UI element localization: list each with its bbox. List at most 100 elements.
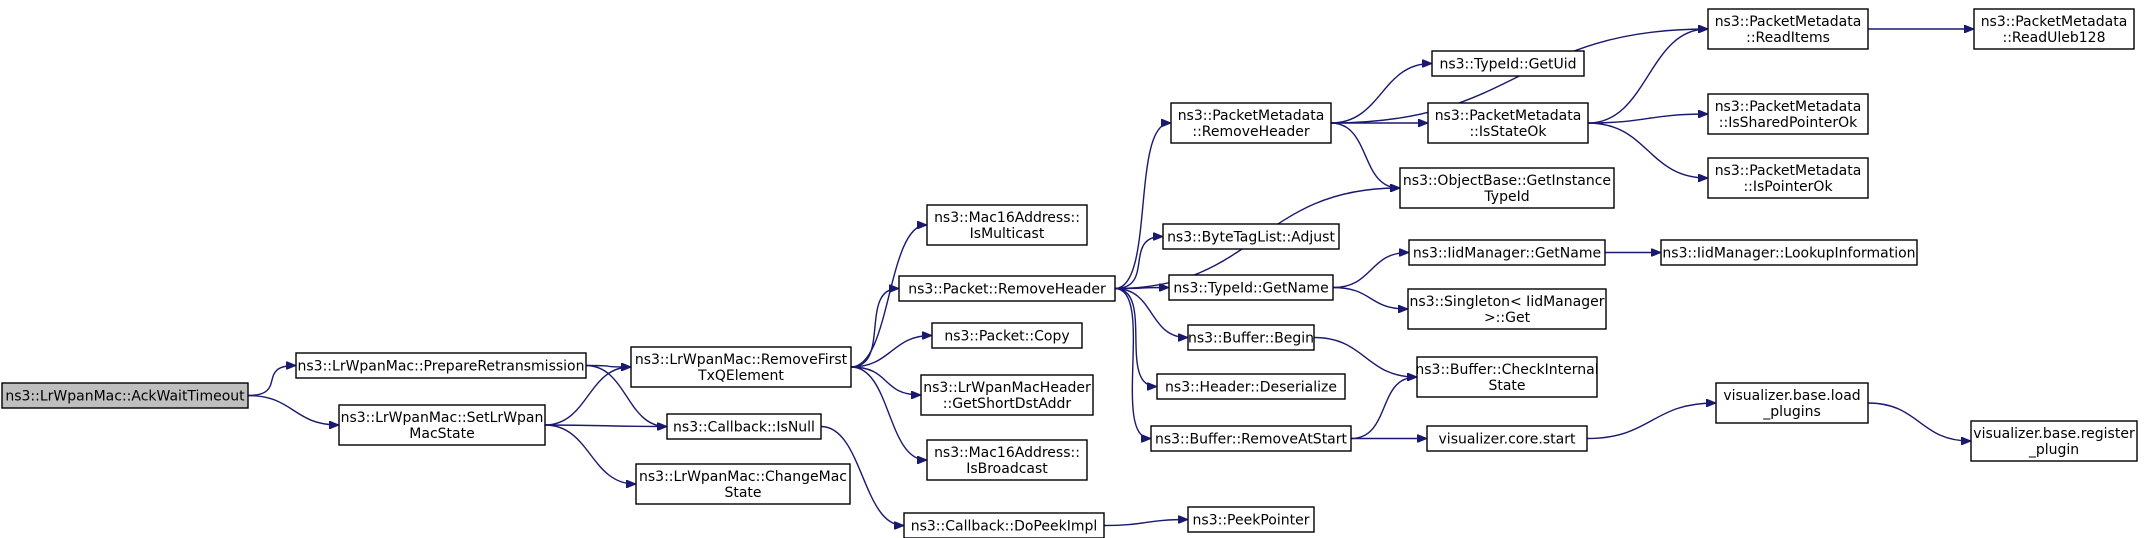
node-ack[interactable]: ns3::LrWpanMac::AckWaitTimeout bbox=[1, 382, 249, 409]
node-loadplugins[interactable]: visualizer.base.load_plugins bbox=[1715, 382, 1869, 424]
node-singleton[interactable]: ns3::Singleton< IidManager>::Get bbox=[1407, 288, 1607, 330]
node-label: ns3::Buffer::RemoveAtStart bbox=[1155, 432, 1348, 448]
node-lookupinfo[interactable]: ns3::IidManager::LookupInformation bbox=[1660, 239, 1918, 266]
node-getname[interactable]: ns3::TypeId::GetName bbox=[1168, 274, 1334, 301]
node-copy[interactable]: ns3::Packet::Copy bbox=[931, 322, 1083, 349]
edge-removeheader-to-begin bbox=[1114, 287, 1187, 338]
node-getshortdst[interactable]: ns3::LrWpanMacHeader::GetShortDstAddr bbox=[920, 374, 1094, 416]
edge-line bbox=[1587, 114, 1707, 124]
node-label: ns3::LrWpanMac::RemoveFirst bbox=[635, 352, 848, 368]
node-removeatstart[interactable]: ns3::Buffer::RemoveAtStart bbox=[1150, 425, 1352, 452]
node-box bbox=[1426, 425, 1588, 452]
node-ispointerok[interactable]: ns3::PacketMetadata::IsPointerOk bbox=[1707, 157, 1869, 199]
node-peekpointer[interactable]: ns3::PeekPointer bbox=[1187, 506, 1315, 533]
node-issharedptr[interactable]: ns3::PacketMetadata::IsSharedPointerOk bbox=[1707, 93, 1869, 135]
edge-line bbox=[850, 366, 926, 460]
node-box bbox=[1408, 239, 1606, 266]
edge-isstateok-to-ispointerok bbox=[1587, 122, 1707, 178]
node-pmremoveheader[interactable]: ns3::PacketMetadata::RemoveHeader bbox=[1170, 102, 1332, 144]
edge-line bbox=[1114, 287, 1187, 338]
edge-line bbox=[1332, 253, 1408, 289]
edge-prep-to-removefirst bbox=[585, 366, 630, 368]
edge-removefirst-to-copy bbox=[850, 336, 931, 368]
node-getuid[interactable]: ns3::TypeId::GetUid bbox=[1431, 50, 1585, 77]
node-adjust[interactable]: ns3::ByteTagList::Adjust bbox=[1162, 223, 1340, 250]
edge-removefirst-to-getshortdst bbox=[850, 366, 920, 395]
node-label: ns3::ByteTagList::Adjust bbox=[1167, 230, 1335, 246]
node-box bbox=[1, 382, 249, 409]
edge-begin-to-checkinternal bbox=[1313, 336, 1416, 378]
node-removeheader[interactable]: ns3::Packet::RemoveHeader bbox=[898, 275, 1116, 302]
node-label: ns3::Packet::Copy bbox=[944, 329, 1069, 345]
edge-dopeek-to-peekpointer bbox=[1103, 520, 1187, 527]
node-begin[interactable]: ns3::Buffer::Begin bbox=[1187, 324, 1315, 351]
node-box bbox=[635, 463, 851, 505]
edge-removeheader-to-adjust bbox=[1114, 237, 1162, 290]
node-deserialize[interactable]: ns3::Header::Deserialize bbox=[1156, 373, 1346, 400]
node-label: State bbox=[1488, 378, 1525, 394]
node-label: _plugin bbox=[2028, 442, 2079, 458]
edge-line bbox=[1114, 237, 1162, 290]
node-isnull[interactable]: ns3::Callback::IsNull bbox=[666, 413, 822, 440]
edge-line bbox=[544, 367, 630, 426]
node-label: ns3::TypeId::GetName bbox=[1173, 281, 1328, 297]
edge-line bbox=[544, 424, 635, 484]
edge-removefirst-to-removeheader bbox=[850, 289, 898, 368]
edge-removeheader-to-deserialize bbox=[1114, 287, 1156, 387]
node-label: ns3::Singleton< IidManager bbox=[1410, 294, 1605, 310]
node-box bbox=[903, 512, 1105, 538]
node-box bbox=[926, 204, 1088, 246]
node-readuleb[interactable]: ns3::PacketMetadata::ReadUleb128 bbox=[1973, 8, 2135, 50]
node-label: ns3::IidManager::GetName bbox=[1413, 246, 1601, 262]
edge-line bbox=[1114, 287, 1150, 439]
node-label: State bbox=[724, 485, 761, 501]
node-label: ::RemoveHeader bbox=[1192, 124, 1309, 140]
edge-removeheader-to-removeatstart bbox=[1114, 287, 1150, 439]
edge-line bbox=[1587, 29, 1707, 124]
node-label: ns3::PacketMetadata bbox=[1715, 99, 1862, 115]
edge-ack-to-prep bbox=[247, 366, 295, 397]
node-label: ns3::PacketMetadata bbox=[1435, 108, 1582, 124]
edge-line bbox=[1114, 123, 1170, 290]
node-label: ns3::PeekPointer bbox=[1193, 513, 1310, 529]
node-isbroadcast[interactable]: ns3::Mac16Address::IsBroadcast bbox=[926, 439, 1088, 481]
node-dopeek[interactable]: ns3::Callback::DoPeekImpl bbox=[903, 512, 1105, 538]
node-isstateok[interactable]: ns3::PacketMetadata::IsStateOk bbox=[1427, 102, 1589, 144]
edge-line bbox=[850, 336, 931, 368]
node-box bbox=[1707, 93, 1869, 135]
node-readitems[interactable]: ns3::PacketMetadata::ReadItems bbox=[1707, 8, 1869, 50]
edge-line bbox=[544, 425, 666, 427]
node-box bbox=[1660, 239, 1918, 266]
node-ismulticast[interactable]: ns3::Mac16Address::IsMulticast bbox=[926, 204, 1088, 246]
node-label: MacState bbox=[409, 426, 474, 442]
node-label: ::IsSharedPointerOk bbox=[1719, 115, 1858, 131]
node-box bbox=[920, 374, 1094, 416]
node-prep[interactable]: ns3::LrWpanMac::PrepareRetransmission bbox=[295, 352, 587, 379]
node-label: ns3::Header::Deserialize bbox=[1165, 380, 1337, 396]
node-label: ::ReadUleb128 bbox=[2003, 30, 2106, 46]
node-label: ns3::PacketMetadata bbox=[1981, 14, 2128, 30]
edge-isstateok-to-readitems bbox=[1587, 29, 1707, 124]
node-vizstart[interactable]: visualizer.core.start bbox=[1426, 425, 1588, 452]
node-box bbox=[1407, 288, 1607, 330]
node-label: ns3::ObjectBase::GetInstance bbox=[1403, 173, 1611, 189]
edge-line bbox=[1103, 520, 1187, 527]
edge-removefirst-to-ismulticast bbox=[850, 225, 926, 368]
node-label: ns3::Mac16Address:: bbox=[934, 445, 1080, 461]
node-box bbox=[1187, 324, 1315, 351]
edge-line bbox=[247, 366, 295, 397]
node-registerplugin[interactable]: visualizer.base.register_plugin bbox=[1970, 420, 2138, 462]
node-label: TxQElement bbox=[697, 368, 784, 384]
edge-line bbox=[1330, 122, 1399, 188]
edge-line bbox=[850, 366, 920, 395]
node-label: ::GetShortDstAddr bbox=[943, 396, 1072, 412]
node-iidgetname[interactable]: ns3::IidManager::GetName bbox=[1408, 239, 1606, 266]
node-label: _plugins bbox=[1762, 404, 1821, 420]
edge-removeheader-to-getname bbox=[1114, 288, 1168, 289]
node-label: ns3::Callback::IsNull bbox=[673, 420, 815, 436]
